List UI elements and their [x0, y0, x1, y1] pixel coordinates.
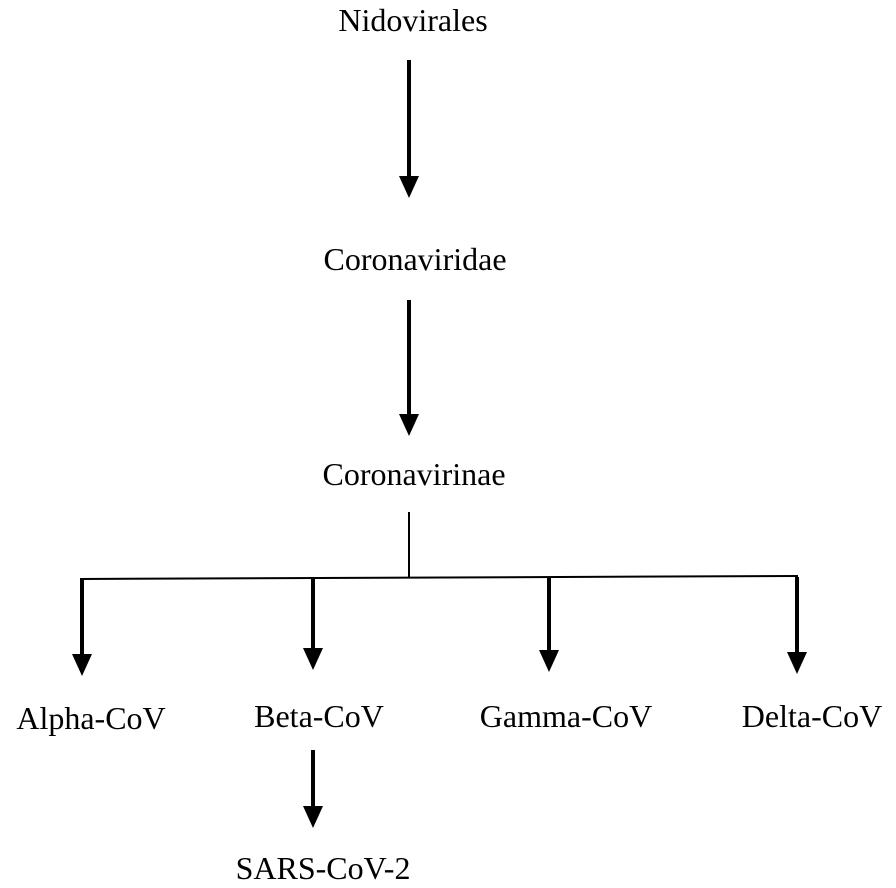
arrow-family-to-subfamily	[399, 300, 419, 436]
node-gamma-cov: Gamma-CoV	[479, 698, 653, 734]
genera-bracket-line	[79, 575, 799, 580]
node-delta-cov: Delta-CoV	[741, 698, 883, 734]
node-coronavirinae: Coronavirinae	[322, 456, 506, 492]
arrow-beta-to-sars-cov-2	[303, 750, 323, 828]
arrow-order-to-family	[399, 60, 419, 198]
arrow-to-gamma-cov	[539, 578, 559, 672]
node-alpha-cov: Alpha-CoV	[16, 700, 166, 736]
arrow-to-delta-cov	[787, 577, 807, 674]
arrow-to-beta-cov	[303, 579, 323, 670]
node-coronaviridae: Coronaviridae	[323, 241, 507, 277]
arrow-to-alpha-cov	[72, 580, 92, 676]
node-nidovirales: Nidovirales	[338, 2, 488, 38]
node-sars-cov-2: SARS-CoV-2	[235, 850, 411, 886]
node-beta-cov: Beta-CoV	[254, 698, 384, 734]
